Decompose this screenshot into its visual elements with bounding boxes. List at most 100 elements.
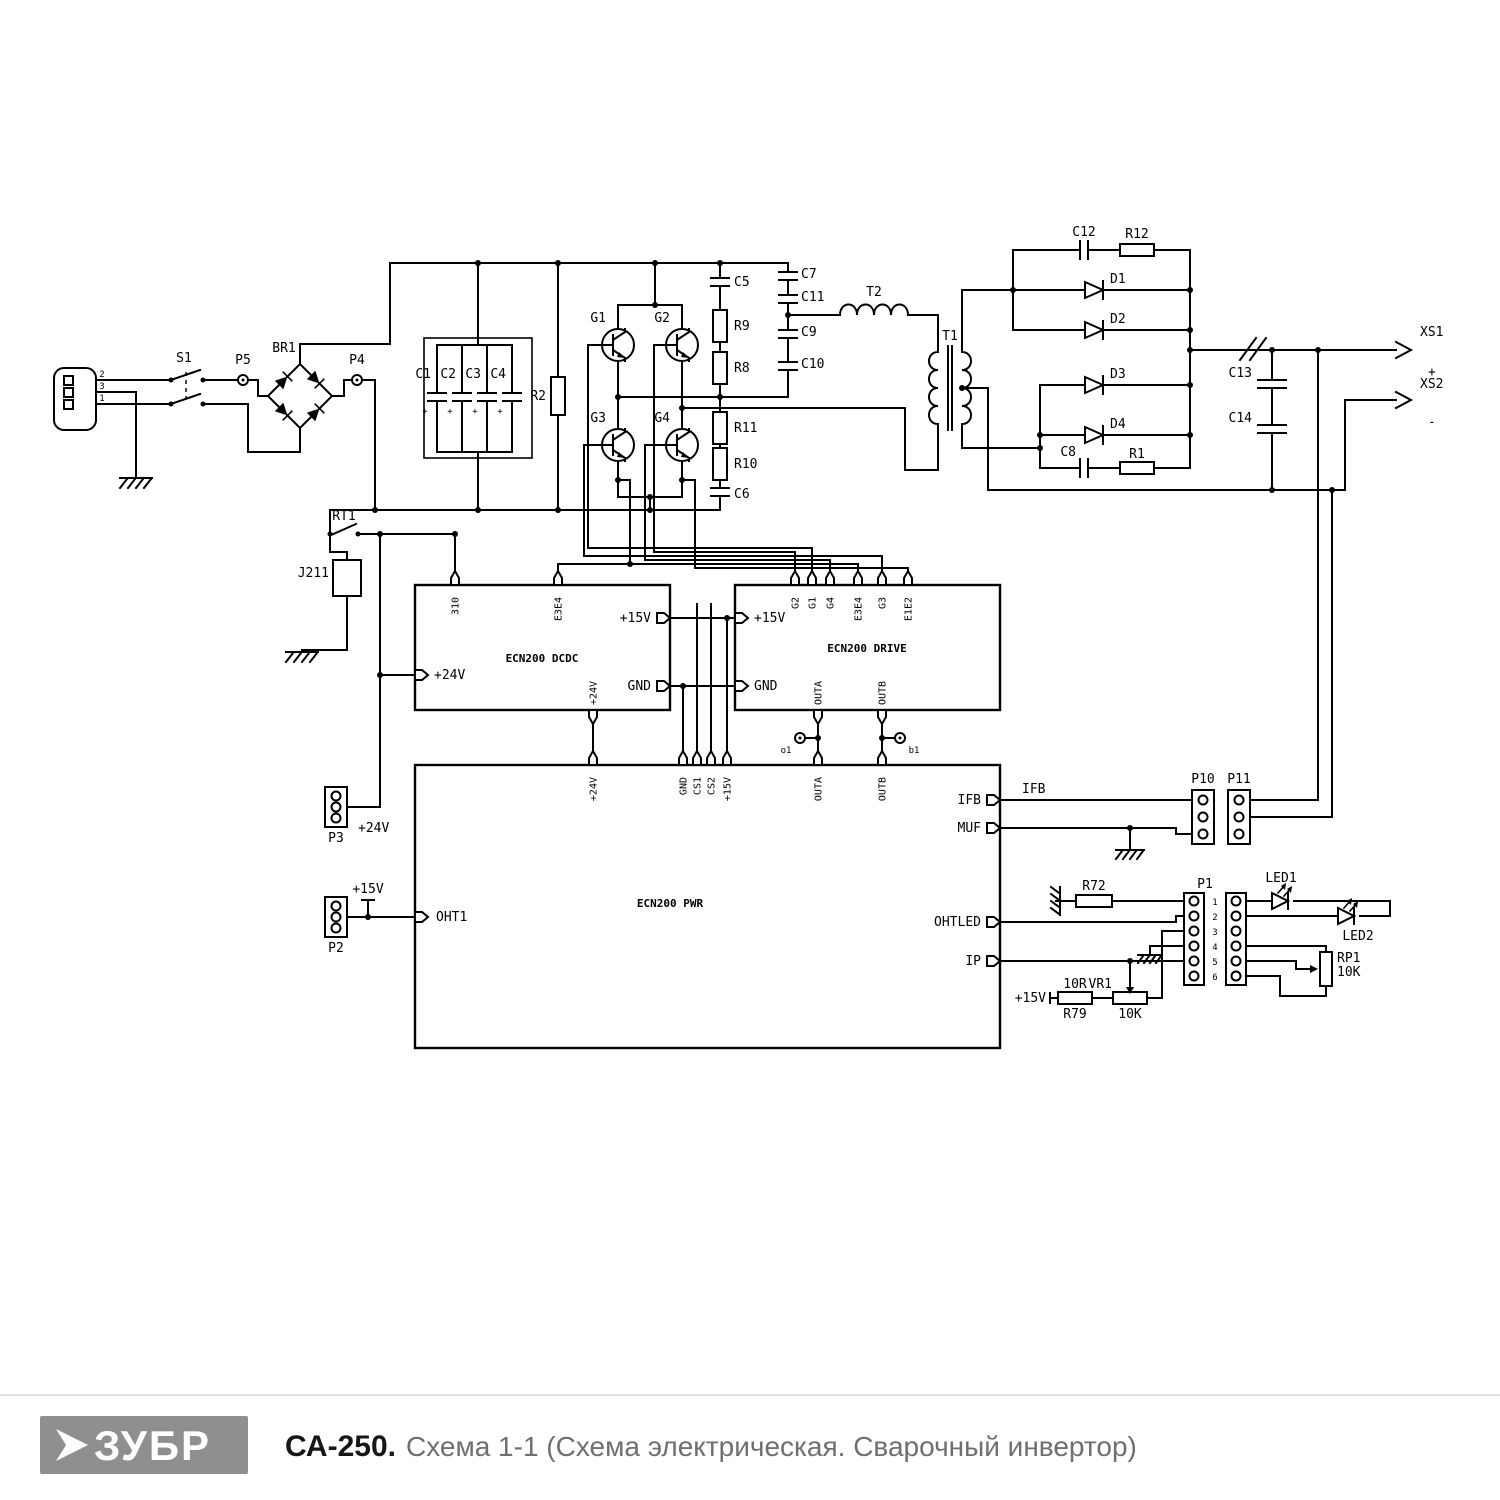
brand-logo-text: ЗУБР bbox=[94, 1422, 211, 1469]
label-drive-outa: OUTA bbox=[814, 681, 825, 705]
footer-title: СА-250.Схема 1-1 (Схема электрическая. С… bbox=[285, 1430, 1137, 1463]
label-drive-outb: OUTB bbox=[878, 681, 889, 705]
label-rp1: RP1 bbox=[1337, 951, 1360, 966]
label-r72: R72 bbox=[1082, 879, 1105, 894]
terminal-p5 bbox=[237, 374, 249, 386]
diode-d3 bbox=[1084, 375, 1106, 395]
thermal-switch-rt1 bbox=[327, 531, 361, 537]
label-pwr-cs2: CS2 bbox=[707, 777, 718, 795]
label-s1: S1 bbox=[176, 351, 192, 366]
label-pwr-gnd: GND bbox=[679, 777, 690, 795]
connector-p3 bbox=[324, 786, 348, 828]
label-drive-name: ECN200 DRIVE bbox=[827, 642, 906, 655]
ground-symbol-j211 bbox=[284, 651, 319, 664]
label-t2: T2 bbox=[866, 285, 882, 300]
label-j211: J211 bbox=[298, 566, 329, 581]
resistor-r11 bbox=[712, 411, 728, 445]
block-drive bbox=[733, 568, 1002, 727]
label-d4: D4 bbox=[1110, 417, 1126, 432]
label-c5: C5 bbox=[734, 275, 750, 290]
label-dcdc-e3e4: E3E4 bbox=[554, 597, 565, 621]
label-drive-15v: +15V bbox=[754, 611, 785, 626]
label-pwr-oht1: OHT1 bbox=[436, 910, 467, 925]
label-plug-pin3: 3 bbox=[99, 382, 104, 392]
label-p2-15v: +15V bbox=[352, 882, 383, 897]
label-xs2-minus: - bbox=[1428, 415, 1436, 430]
label-r9: R9 bbox=[734, 319, 750, 334]
resistor-r12 bbox=[1119, 243, 1155, 257]
led1-indicator bbox=[1271, 883, 1293, 911]
brand-arrow-icon bbox=[56, 1429, 88, 1461]
label-r12: R12 bbox=[1125, 227, 1148, 242]
label-p11: P11 bbox=[1227, 772, 1250, 787]
label-pwr-muf: MUF bbox=[958, 821, 982, 836]
label-c6: C6 bbox=[734, 487, 750, 502]
label-tp-b1: b1 bbox=[909, 746, 920, 756]
label-t1: T1 bbox=[942, 329, 958, 344]
connector-p1 bbox=[1183, 892, 1247, 986]
label-dcdc-24v-in: +24V bbox=[434, 668, 465, 683]
label-dcdc-gnd: GND bbox=[628, 679, 652, 694]
igbt-g3 bbox=[601, 428, 635, 462]
label-plug-pin2: 2 bbox=[99, 370, 104, 380]
label-rt1: RT1 bbox=[332, 509, 355, 524]
potentiometer-vr1 bbox=[1112, 987, 1148, 1005]
junction-dots bbox=[365, 260, 1335, 964]
diode-d2 bbox=[1084, 320, 1106, 340]
label-c1-plus: + bbox=[422, 407, 428, 417]
ground-symbol-muf bbox=[1114, 849, 1145, 861]
igbt-g4 bbox=[665, 428, 699, 462]
label-dcdc-15v: +15V bbox=[620, 611, 651, 626]
label-pwr-24v: +24V bbox=[589, 777, 600, 801]
label-r8: R8 bbox=[734, 361, 750, 376]
resistor-r9 bbox=[712, 309, 728, 343]
footer: ЗУБР СА-250.Схема 1-1 (Схема электрическ… bbox=[0, 1394, 1500, 1474]
label-c10: C10 bbox=[801, 357, 824, 372]
terminal-p4 bbox=[351, 374, 363, 386]
connector-p11 bbox=[1227, 789, 1251, 845]
label-pwr-15v: +15V bbox=[723, 777, 734, 801]
label-p1-pin5: 5 bbox=[1212, 958, 1217, 968]
label-xs1: XS1 bbox=[1420, 325, 1443, 340]
relay-j211 bbox=[332, 559, 362, 597]
label-drive-pin-g4: G4 bbox=[826, 597, 837, 609]
label-pwr-ifb: IFB bbox=[958, 793, 982, 808]
label-drive-pin-e3e4: E3E4 bbox=[854, 597, 865, 621]
label-g4: G4 bbox=[654, 411, 670, 426]
label-xs1-plus: + bbox=[1428, 365, 1436, 380]
label-c14: C14 bbox=[1229, 411, 1253, 426]
ground-symbol-p1 bbox=[1136, 954, 1163, 965]
label-p1-pin6: 6 bbox=[1212, 973, 1217, 983]
label-rp1-val: 10K bbox=[1337, 965, 1361, 980]
label-ip-15v: +15V bbox=[1015, 991, 1046, 1006]
label-led1: LED1 bbox=[1265, 871, 1296, 886]
label-p1-pin2: 2 bbox=[1212, 913, 1217, 923]
label-vr1: VR1 bbox=[1089, 977, 1112, 992]
label-c2-plus: + bbox=[447, 407, 453, 417]
label-dcdc-name: ECN200 DCDC bbox=[506, 652, 579, 665]
label-c9: C9 bbox=[801, 325, 817, 340]
label-p3: P3 bbox=[328, 831, 344, 846]
label-r11: R11 bbox=[734, 421, 757, 436]
potentiometer-rp1 bbox=[1310, 951, 1333, 987]
label-g1: G1 bbox=[590, 311, 606, 326]
diode-d4 bbox=[1084, 425, 1106, 445]
label-p1-pin1: 1 bbox=[1212, 898, 1217, 908]
label-pwr-name: ECN200 PWR bbox=[637, 897, 704, 910]
label-c4-plus: + bbox=[497, 407, 503, 417]
label-d1: D1 bbox=[1110, 272, 1126, 287]
label-r2: R2 bbox=[530, 389, 546, 404]
igbt-g2 bbox=[665, 328, 699, 362]
block-dcdc bbox=[413, 568, 672, 727]
label-p2: P2 bbox=[328, 941, 344, 956]
label-p1-pin3: 3 bbox=[1212, 928, 1217, 938]
inductor-t2 bbox=[838, 303, 910, 317]
label-d2: D2 bbox=[1110, 312, 1126, 327]
label-c2: C2 bbox=[440, 367, 456, 382]
power-plug bbox=[53, 367, 97, 431]
label-br1: BR1 bbox=[272, 341, 295, 356]
label-vr1-val: 10K bbox=[1118, 1007, 1142, 1022]
igbt-g1 bbox=[601, 328, 635, 362]
label-c1: C1 bbox=[415, 367, 431, 382]
